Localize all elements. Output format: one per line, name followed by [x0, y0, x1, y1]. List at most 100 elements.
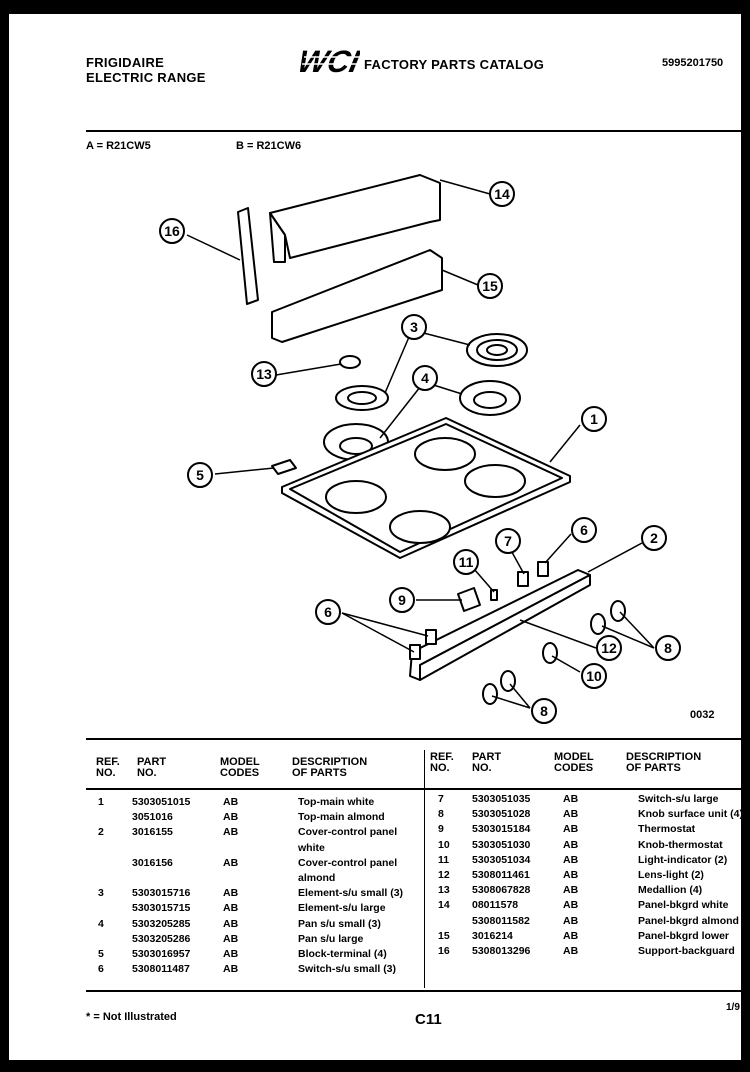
cell-desc: Block-terminal (4): [298, 948, 387, 960]
svg-text:8: 8: [540, 703, 548, 719]
callout-9: 9: [389, 587, 415, 613]
part-medallion: [339, 355, 361, 369]
svg-text:6: 6: [324, 604, 332, 620]
callout-8-right: 8: [655, 635, 681, 661]
header-model-left: MODEL CODES: [220, 756, 260, 779]
cell-part: 5303205285: [132, 917, 191, 930]
cell-desc: Support-backguard: [638, 945, 735, 957]
cell-code: AB: [223, 948, 239, 960]
revision-date: 1/9: [726, 1002, 740, 1013]
header-ref-left: REF. NO.: [96, 756, 120, 779]
callout-1: 1: [581, 406, 607, 432]
callout-6-left: 6: [315, 599, 341, 625]
cell-desc: Lens-light (2): [638, 869, 704, 881]
cell-part: 5303015715: [132, 902, 191, 915]
callout-11: 11: [453, 549, 479, 575]
callout-16: 16: [159, 218, 185, 244]
cell-ref: 7: [438, 793, 444, 805]
cell-code: AB: [563, 945, 579, 957]
cell-code: AB: [563, 929, 579, 942]
svg-text:15: 15: [482, 278, 498, 294]
header-ref-right: REF. NO.: [430, 751, 454, 774]
callout-6-right: 6: [571, 517, 597, 543]
part-main-top: [281, 417, 571, 559]
cell-ref: 9: [438, 823, 444, 836]
cell-ref: 4: [98, 917, 104, 930]
cell-desc: Element-s/u large: [298, 902, 386, 915]
cell-desc: Thermostat: [638, 823, 696, 836]
cell-desc: Cover-control panel: [298, 826, 398, 839]
cell-code: AB: [563, 808, 579, 821]
svg-text:5: 5: [196, 467, 204, 483]
cell-ref: 11: [438, 853, 450, 866]
brand-block: FRIGIDAIRE ELECTRIC RANGE: [86, 55, 206, 85]
part-indicator-light: [490, 589, 498, 601]
cell-ref: 10: [438, 838, 450, 851]
cell-part: 08011578: [472, 899, 519, 912]
callout-13: 13: [251, 361, 277, 387]
callout-8-bottom: 8: [531, 698, 557, 724]
cell-part: 3016155: [132, 826, 173, 839]
cell-code: AB: [223, 963, 239, 976]
cell-desc: Top-main white: [298, 796, 375, 808]
callout-2: 2: [641, 525, 667, 551]
cell-desc: Panel-bkgrd lower: [638, 929, 730, 942]
cell-part: 3051016: [132, 811, 173, 824]
svg-text:4: 4: [421, 370, 429, 386]
part-terminal-block: [271, 459, 297, 475]
scan-border-right: [741, 14, 750, 1060]
model-b-label: B = R21CW6: [236, 140, 302, 152]
cell-part: 5303015716: [132, 887, 191, 900]
part-switch-small: [409, 644, 421, 660]
cell-desc: Switch-s/u large: [638, 793, 719, 805]
callout-15: 15: [477, 273, 503, 299]
part-thermostat: [457, 587, 481, 612]
cell-part: 5308011582: [472, 914, 530, 927]
exploded-parts-diagram: 16 14 15 13 3 4 5 1 2 6 7 11 9 6 8 12 10…: [159, 174, 681, 724]
part-support-backguard: [237, 207, 259, 305]
cell-ref: 2: [98, 826, 104, 839]
scan-border-bottom: [0, 1060, 750, 1072]
cell-code: AB: [563, 914, 579, 927]
table-rule-bottom: [86, 990, 741, 992]
cell-code: AB: [563, 823, 579, 836]
svg-text:3: 3: [410, 319, 418, 335]
cell-desc: white: [298, 841, 325, 854]
catalog-number: 5995201750: [662, 57, 724, 69]
svg-text:7: 7: [504, 533, 512, 549]
cell-ref: 13: [438, 884, 450, 897]
leader-lines: [186, 179, 655, 709]
cell-ref: 3: [98, 887, 104, 900]
cell-ref: 8: [438, 808, 444, 821]
svg-text:8: 8: [664, 640, 672, 656]
cell-code: AB: [223, 856, 239, 869]
cell-code: AB: [563, 793, 579, 805]
cell-part: 5308011461: [472, 869, 530, 881]
cell-code: AB: [223, 811, 239, 824]
catalog-title: FACTORY PARTS CATALOG: [364, 57, 545, 72]
cell-code: AB: [223, 796, 239, 808]
cell-desc: Medallion (4): [638, 884, 703, 897]
cell-desc: Pan s/u small (3): [298, 917, 381, 930]
svg-text:16: 16: [164, 223, 180, 239]
cell-ref: 14: [438, 899, 450, 912]
header-model-right: MODEL CODES: [554, 751, 594, 774]
cell-part: 3016214: [472, 929, 513, 942]
cell-part: 5303051030: [472, 838, 531, 851]
cell-part: 5303205286: [132, 932, 191, 945]
cell-ref: 1: [98, 796, 104, 808]
header-part-right: PART NO.: [472, 751, 502, 774]
cell-ref: 16: [438, 945, 450, 957]
cell-desc: Switch-s/u small (3): [298, 963, 397, 976]
svg-text:11: 11: [459, 554, 474, 570]
cell-part: 5308067828: [472, 884, 531, 897]
cell-part: 5303051035: [472, 793, 531, 805]
page-number: C11: [415, 1011, 442, 1028]
cell-part: 5308013296: [472, 945, 531, 957]
cell-desc: Element-s/u small (3): [298, 887, 404, 900]
svg-text:9: 9: [398, 592, 406, 608]
cell-ref: 5: [98, 948, 104, 960]
logo-text: WCI: [300, 45, 360, 77]
part-backguard-panel-lower: [271, 249, 443, 343]
cell-code: AB: [563, 899, 579, 912]
